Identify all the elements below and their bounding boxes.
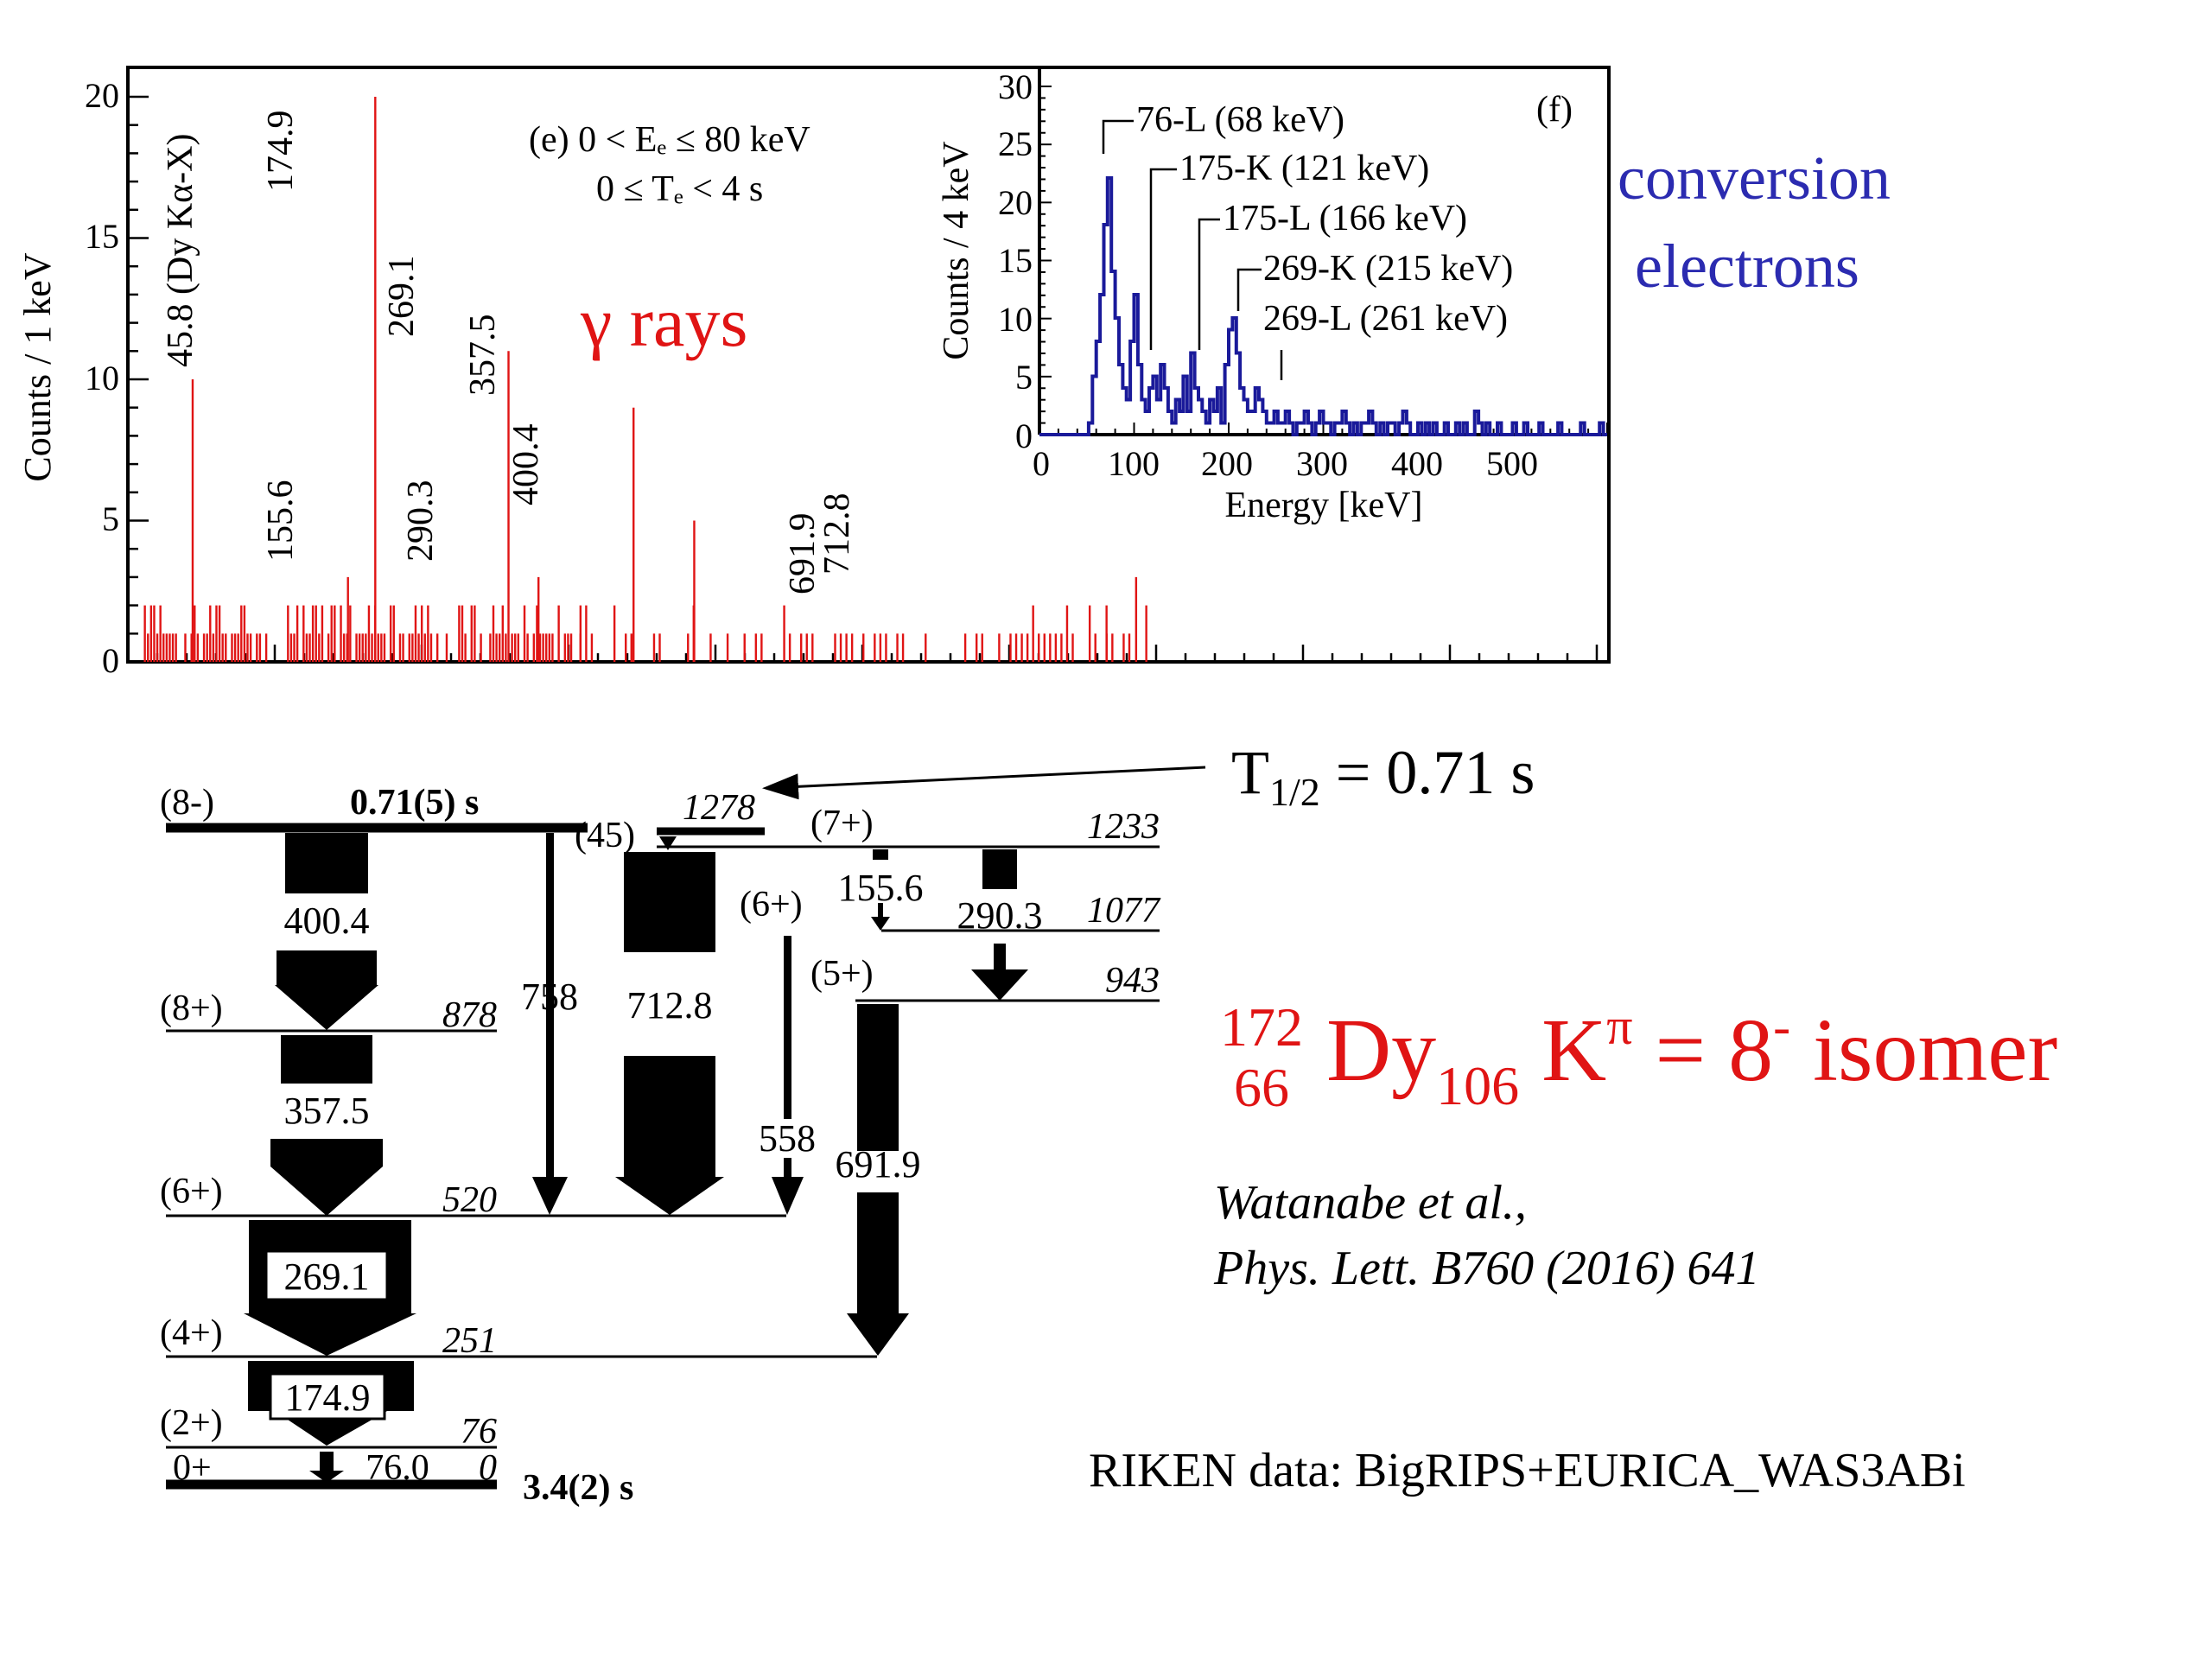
inset-line-175k: 175-K (121 keV) bbox=[1179, 149, 1429, 188]
spin-label-0plus: 0+ bbox=[173, 1448, 212, 1488]
spectrum-ytick-15: 15 bbox=[85, 217, 119, 256]
gamma-label-357-5: 357.5 bbox=[284, 1090, 370, 1132]
gamma-box-269 bbox=[264, 1249, 389, 1301]
inset-ytick-0: 0 bbox=[1015, 416, 1033, 455]
spin-label-7plus: (7+) bbox=[810, 804, 874, 843]
halflife-label-ground: 3.4(2) s bbox=[523, 1468, 633, 1508]
inset-histogram bbox=[1039, 176, 1607, 436]
peak-label-45-8: 45.8 (Dy Kα-X) bbox=[161, 134, 200, 367]
peak-label-290-3: 290.3 bbox=[401, 480, 441, 563]
reference-journal: Phys. Lett. B760 (2016) 641 bbox=[1213, 1242, 1759, 1295]
spin-label-8plus: (8+) bbox=[160, 988, 223, 1028]
inset-ytick-30: 30 bbox=[998, 67, 1033, 106]
gamma-spectrum-chart: Counts / 1 keV 0 5 10 15 20 (e) 0 < Eₑ ≤… bbox=[16, 66, 1611, 680]
gamma-label-269-1: 269.1 bbox=[284, 1255, 370, 1298]
inset-line-76l: 76-L (68 keV) bbox=[1136, 100, 1344, 140]
energy-label-1077: 1077 bbox=[1087, 891, 1161, 931]
peak-label-155-6: 155.6 bbox=[261, 480, 301, 563]
spectrum-panel-condition: 0 ≤ Tₑ < 4 s bbox=[596, 169, 763, 209]
spectrum-frame bbox=[126, 66, 1611, 664]
spin-label-45: (45) bbox=[575, 816, 635, 855]
spin-label-5plus: (5+) bbox=[810, 954, 874, 994]
spectrum-panel-label: (e) 0 < Eₑ ≤ 80 keV bbox=[529, 120, 810, 160]
inset-line-269l: 269-L (261 keV) bbox=[1263, 299, 1508, 339]
gamma-label-155-6: 155.6 bbox=[838, 867, 924, 909]
inset-leaders bbox=[1102, 119, 1283, 380]
isomer-headline: 172 66 Dy106 Kπ = 8- isomer bbox=[1220, 996, 2057, 1118]
reference-authors: Watanabe et al., bbox=[1214, 1176, 1527, 1230]
inset-xtick-100: 100 bbox=[1108, 444, 1160, 483]
inset-xtick-300: 300 bbox=[1296, 444, 1348, 483]
gamma-label-400-4: 400.4 bbox=[284, 899, 370, 942]
spectrum-ytick-5: 5 bbox=[102, 499, 119, 538]
halflife-callout-arrow bbox=[762, 766, 1206, 800]
spectrum-ylabel: Counts / 1 keV bbox=[16, 252, 59, 481]
inset-xtick-0: 0 bbox=[1033, 444, 1050, 483]
spin-label-4plus: (4+) bbox=[160, 1313, 223, 1353]
energy-label-520: 520 bbox=[442, 1180, 497, 1220]
gamma-label-76-0: 76.0 bbox=[365, 1448, 429, 1488]
peak-label-357-5: 357.5 bbox=[463, 315, 503, 397]
conversion-electrons-line1: conversion bbox=[1618, 143, 1891, 213]
inset-ytick-5: 5 bbox=[1015, 358, 1033, 397]
inset-panel-label: (f) bbox=[1536, 90, 1573, 130]
inset-ytick-15: 15 bbox=[998, 241, 1033, 280]
conversion-electrons-line2: electrons bbox=[1635, 232, 1859, 301]
peak-label-269-1: 269.1 bbox=[382, 256, 422, 338]
energy-label-76: 76 bbox=[461, 1412, 497, 1452]
energy-label-878: 878 bbox=[442, 995, 497, 1035]
gamma-rays-label: γ rays bbox=[580, 283, 747, 361]
spin-label-2plus: (2+) bbox=[160, 1403, 223, 1443]
spectrum-ytick-10: 10 bbox=[85, 359, 119, 397]
inset-xtick-200: 200 bbox=[1201, 444, 1253, 483]
peak-label-691-9: 691.9 bbox=[783, 513, 823, 595]
inset-background bbox=[1039, 69, 1607, 435]
energy-label-251: 251 bbox=[442, 1321, 497, 1361]
gamma-label-758: 758 bbox=[521, 976, 578, 1018]
inset-line-175l: 175-L (166 keV) bbox=[1223, 199, 1467, 238]
peak-label-712-8: 712.8 bbox=[817, 493, 857, 575]
inset-ytick-20: 20 bbox=[998, 183, 1033, 222]
inset-xtick-400: 400 bbox=[1391, 444, 1443, 483]
spectrum-histogram bbox=[143, 97, 1147, 662]
electron-spectrum-inset: (f) Counts / 4 keV Energy [keV] 0 100 20… bbox=[937, 67, 1891, 525]
gamma-label-558: 558 bbox=[759, 1117, 816, 1160]
peak-label-174-9: 174.9 bbox=[261, 111, 301, 193]
level-lines bbox=[166, 823, 1160, 1490]
gamma-label-290-3: 290.3 bbox=[957, 894, 1043, 937]
energy-label-0: 0 bbox=[479, 1448, 497, 1488]
peak-label-400-4: 400.4 bbox=[506, 424, 546, 506]
energy-label-1233: 1233 bbox=[1087, 807, 1160, 847]
transition-arrows bbox=[244, 833, 1028, 1483]
energy-label-943: 943 bbox=[1105, 961, 1160, 1001]
inset-ytick-25: 25 bbox=[998, 124, 1033, 163]
spectrum-ytick-0: 0 bbox=[102, 641, 119, 680]
data-source-footer: RIKEN data: BigRIPS+EURICA_WAS3ABi bbox=[1089, 1444, 1966, 1497]
level-scheme: (8-) 0.71(5) s (8+) (6+) (4+) (2+) 0+ 3.… bbox=[160, 738, 1535, 1508]
gamma-label-712-8: 712.8 bbox=[627, 984, 713, 1027]
spin-label-8minus: (8-) bbox=[160, 783, 214, 823]
spin-label-6plus-band: (6+) bbox=[740, 885, 803, 925]
spin-label-6plus: (6+) bbox=[160, 1172, 223, 1211]
inset-ylabel: Counts / 4 keV bbox=[937, 141, 976, 359]
gamma-label-691-9: 691.9 bbox=[836, 1143, 921, 1185]
headline-atomic-number: 66 bbox=[1234, 1057, 1289, 1118]
gamma-box-175 bbox=[269, 1372, 386, 1421]
headline-formula: Dy106 Kπ = 8- isomer bbox=[1326, 998, 2057, 1116]
inset-line-269k: 269-K (215 keV) bbox=[1263, 249, 1513, 289]
gamma-label-174-9: 174.9 bbox=[285, 1376, 371, 1419]
halflife-label-isomer: 0.71(5) s bbox=[350, 783, 479, 823]
inset-xtick-500: 500 bbox=[1486, 444, 1538, 483]
inset-xlabel: Energy [keV] bbox=[1225, 486, 1423, 525]
inset-ytick-10: 10 bbox=[998, 300, 1033, 339]
headline-mass-number: 172 bbox=[1220, 996, 1303, 1058]
energy-label-1278: 1278 bbox=[683, 788, 755, 828]
spectrum-ytick-20: 20 bbox=[85, 76, 119, 115]
halflife-callout: T1/2 = 0.71 s bbox=[1231, 738, 1535, 814]
